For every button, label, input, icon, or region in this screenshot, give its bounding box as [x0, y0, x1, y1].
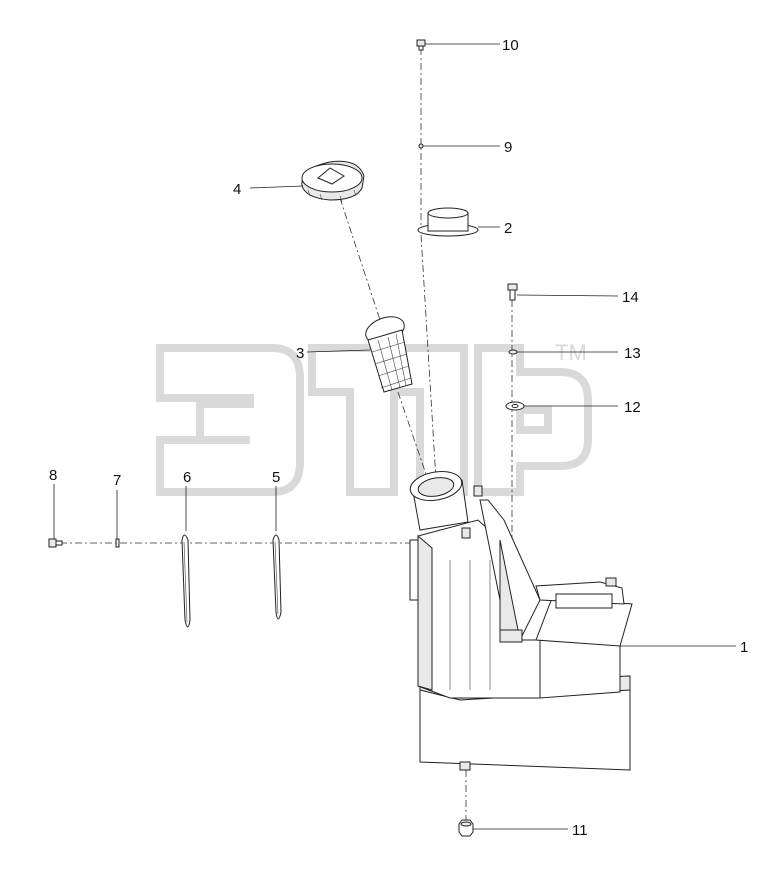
callout-14: 14 — [622, 289, 639, 306]
callout-12: 12 — [624, 399, 641, 416]
watermark-logo-2 — [308, 344, 468, 496]
watermark-logo-3 — [474, 344, 592, 496]
part-14-bolt — [507, 283, 518, 301]
part-8-bolt — [48, 538, 63, 548]
part-10-bolt — [416, 39, 426, 51]
callout-13: 13 — [624, 345, 641, 362]
part-9-washer — [418, 143, 424, 149]
part-11-nut — [458, 819, 474, 837]
callout-3: 3 — [296, 345, 304, 362]
callout-2: 2 — [504, 220, 512, 237]
callout-7: 7 — [113, 472, 121, 489]
leader-lines — [53, 43, 736, 830]
callout-6: 6 — [183, 469, 191, 486]
watermark-logo — [156, 344, 304, 496]
callout-labels: 1 2 3 4 5 6 7 8 9 10 11 12 13 14 — [49, 37, 748, 839]
callout-5: 5 — [272, 469, 280, 486]
part-7-washer — [115, 538, 120, 548]
callout-11: 11 — [572, 822, 588, 839]
callout-4: 4 — [233, 181, 241, 198]
watermark: TM — [156, 340, 592, 496]
part-3-strainer — [365, 316, 413, 393]
part-1-tank — [409, 470, 633, 771]
part-4-filler-cap — [301, 160, 365, 203]
part-13-washer — [508, 349, 518, 355]
part-5-gasket — [272, 534, 282, 620]
callout-10: 10 — [502, 37, 519, 54]
part-2-cap — [417, 207, 479, 237]
part-6-gasket — [181, 534, 191, 628]
callout-8: 8 — [49, 467, 57, 484]
callout-9: 9 — [504, 139, 512, 156]
callout-1: 1 — [740, 639, 748, 656]
watermark-tm: TM — [555, 340, 587, 365]
part-12-washer — [505, 401, 525, 411]
